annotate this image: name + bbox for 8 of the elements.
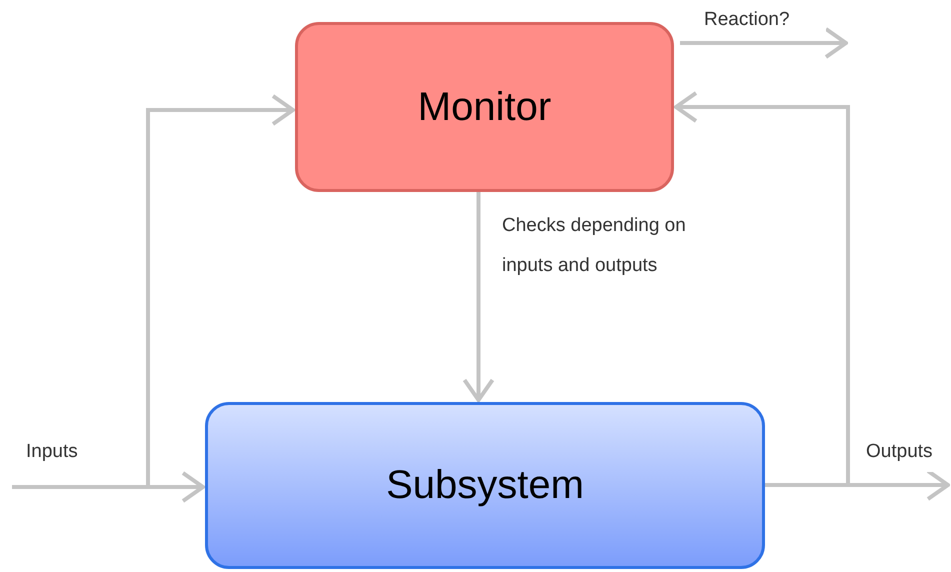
arrow: [674, 91, 850, 487]
process-box: [295, 22, 674, 192]
arrow: [462, 192, 494, 402]
box-title: Subsystem: [386, 463, 584, 508]
arrow: [12, 94, 295, 489]
box-title: Monitor: [418, 84, 552, 130]
process-box: [205, 402, 765, 569]
arrow: [680, 27, 848, 59]
